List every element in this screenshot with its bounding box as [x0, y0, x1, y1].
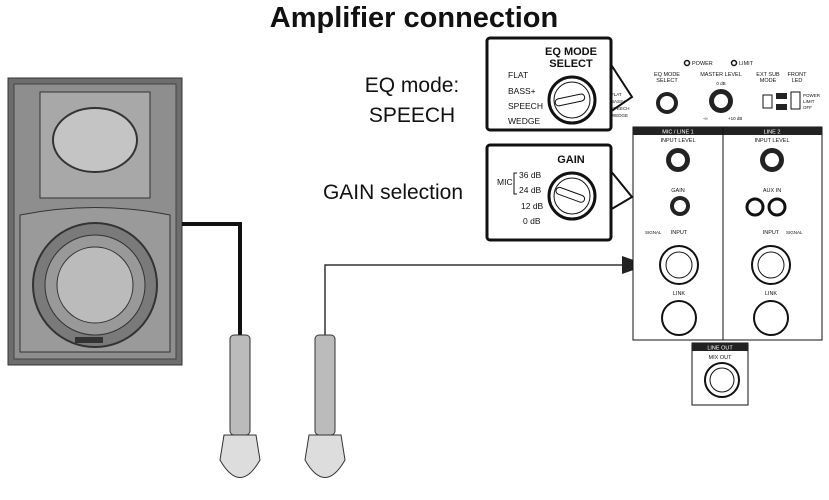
svg-text:INPUT LEVEL: INPUT LEVEL: [660, 138, 695, 144]
speaker-logo: [75, 337, 103, 343]
svg-text:SELECT: SELECT: [656, 78, 678, 84]
svg-text:POWER: POWER: [692, 61, 713, 67]
svg-text:EXT SUB: EXT SUB: [756, 72, 780, 78]
svg-text:12 dB: 12 dB: [521, 201, 544, 211]
svg-text:+10 dB: +10 dB: [728, 116, 742, 121]
svg-text:-∞: -∞: [703, 116, 708, 121]
svg-text:LINE OUT: LINE OUT: [707, 346, 733, 352]
svg-text:GAIN: GAIN: [671, 188, 684, 194]
microphone-2: [304, 334, 346, 478]
svg-text:LIMIT: LIMIT: [739, 61, 754, 67]
svg-text:FLAT: FLAT: [508, 70, 528, 80]
svg-text:24 dB: 24 dB: [519, 185, 542, 195]
svg-text:LED: LED: [792, 78, 803, 84]
svg-text:SPEECH: SPEECH: [611, 106, 630, 111]
svg-text:SELECT: SELECT: [549, 58, 593, 70]
svg-text:POWER: POWER: [803, 93, 821, 98]
svg-text:AUX IN: AUX IN: [763, 188, 781, 194]
speaker-cable: [182, 222, 242, 335]
svg-text:LIMIT: LIMIT: [803, 99, 815, 104]
svg-text:SIGNAL: SIGNAL: [786, 230, 803, 235]
speaker-cabinet: [7, 77, 183, 366]
amplifier-rear-panel: POWER LIMIT EQ MODE SELECT FLAT BASS+ SP…: [611, 59, 823, 406]
svg-text:FRONT: FRONT: [788, 72, 808, 78]
diagram-title: Amplifier connection: [270, 2, 558, 34]
ch1-link-jack[interactable]: [661, 300, 697, 336]
svg-text:0 dB: 0 dB: [716, 81, 725, 86]
svg-text:MODE: MODE: [760, 78, 777, 84]
power-led-icon: [683, 59, 691, 67]
svg-text:OFF: OFF: [803, 105, 812, 110]
microphone-1: [219, 334, 261, 478]
eq-callout-line2: SPEECH: [369, 104, 455, 127]
limit-led-icon: [730, 59, 738, 67]
eq-callout-line1: EQ mode:: [365, 74, 460, 97]
svg-text:INPUT: INPUT: [763, 230, 780, 236]
svg-text:SPEECH: SPEECH: [508, 101, 543, 111]
front-led-switch[interactable]: [790, 91, 801, 110]
svg-text:0 dB: 0 dB: [523, 216, 541, 226]
aux-in-r-jack: [745, 197, 765, 217]
gain-callout: GAIN selection: [323, 181, 463, 204]
svg-text:WEDGE: WEDGE: [508, 116, 540, 126]
svg-text:INPUT: INPUT: [671, 230, 688, 236]
svg-text:SIGNAL: SIGNAL: [645, 230, 662, 235]
svg-text:WEDGE: WEDGE: [611, 113, 628, 118]
svg-text:FLAT: FLAT: [611, 92, 622, 97]
svg-text:EQ MODE: EQ MODE: [545, 46, 597, 58]
svg-text:BASS+: BASS+: [611, 99, 626, 104]
svg-text:EQ MODE: EQ MODE: [654, 72, 680, 78]
aux-in-l-jack: [767, 197, 787, 217]
ext-sub-switch[interactable]: [762, 94, 773, 109]
gain-callout-box: GAIN MIC 36 dB 24 dB 12 dB 0 dB: [485, 143, 634, 242]
svg-text:MIX OUT: MIX OUT: [709, 355, 733, 361]
svg-text:MASTER LEVEL: MASTER LEVEL: [700, 72, 742, 78]
ch2-link-jack[interactable]: [753, 300, 789, 336]
ch1-header: MIC / LINE 1: [662, 130, 693, 136]
svg-text:BASS+: BASS+: [508, 86, 536, 96]
mic-cable: [324, 264, 625, 335]
svg-text:36 dB: 36 dB: [519, 170, 542, 180]
svg-text:INPUT LEVEL: INPUT LEVEL: [754, 138, 789, 144]
svg-text:LINK: LINK: [673, 291, 686, 297]
svg-text:MIC: MIC: [497, 177, 513, 187]
ch2-header: LINE 2: [764, 130, 781, 136]
svg-text:GAIN: GAIN: [557, 154, 585, 166]
svg-text:LINK: LINK: [765, 291, 778, 297]
eq-mode-callout-box: EQ MODE SELECT FLAT BASS+ SPEECH WEDGE: [485, 36, 634, 132]
